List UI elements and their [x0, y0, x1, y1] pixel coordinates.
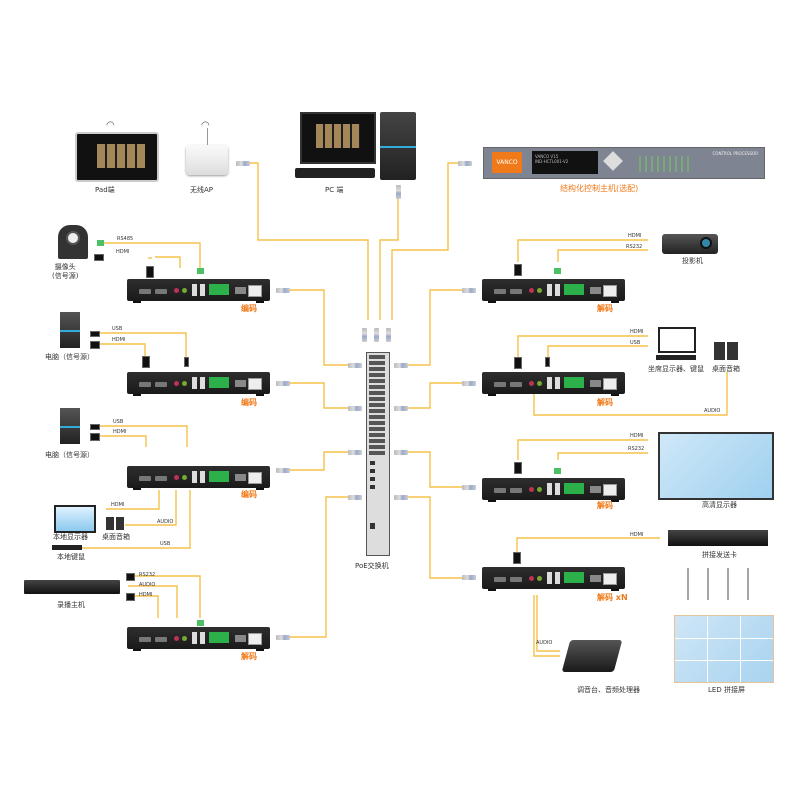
cable-label: HDMI: [111, 502, 125, 508]
decoder-label: 解码: [597, 304, 613, 313]
projector-label: 投影机: [682, 257, 703, 265]
cable-label: RS232: [139, 572, 156, 578]
audio-mixer-label: 调音台、音频处理器: [577, 686, 640, 694]
nav-pad: [603, 151, 623, 171]
pc-keyboard: [295, 168, 375, 178]
cable-label: HDMI: [112, 337, 126, 343]
speaker-icon: [106, 517, 124, 530]
ap-label: 无线AP: [190, 186, 214, 194]
audio-mixer: [561, 640, 623, 672]
decoder-unit: [482, 279, 625, 303]
pc-monitor: [300, 112, 376, 164]
pc-source-tower: [60, 408, 80, 444]
local-monitor-label: 本地显示器: [53, 533, 88, 541]
decoder-label: 解码: [597, 501, 613, 510]
cable-label: AUDIO: [536, 640, 553, 646]
pad-device: [75, 132, 159, 182]
encoder-label: 编码: [241, 490, 257, 499]
decoder-label: 解码: [597, 398, 613, 407]
cable-label: HDMI: [630, 329, 644, 335]
seat-monitor-label: 坐席显示器、键鼠: [648, 365, 704, 373]
cable-label: RS232: [626, 244, 643, 250]
cable-label: USB: [112, 326, 123, 332]
pad-label: Pad端: [95, 186, 115, 194]
led-wall-label: LED 拼接屏: [708, 686, 745, 694]
hd-display-label: 高清显示器: [702, 501, 737, 509]
switch-label: PoE交换机: [355, 562, 389, 570]
speaker-icon: [714, 342, 738, 360]
poe-switch: [366, 352, 390, 556]
encoder-label: 编码: [241, 304, 257, 313]
sending-card-label: 拼接发送卡: [702, 551, 737, 559]
pc-source-label: 电脑（信号源）: [45, 451, 94, 459]
encoder-unit: [127, 466, 270, 490]
sending-card-device: [668, 530, 768, 546]
panel-text: CONTROL PROCESSOR: [712, 151, 758, 156]
pc-source-label: 电脑（信号源）: [45, 353, 94, 361]
speaker-label: 桌面音箱: [712, 365, 740, 373]
pc-label: PC 端: [325, 186, 344, 194]
camera-label: 摄像头 (信号源): [52, 263, 79, 280]
cable-label: AUDIO: [157, 519, 174, 525]
wire-pc-switch: [379, 195, 399, 320]
hd-display: [658, 432, 774, 500]
cable-label: HDMI: [630, 433, 644, 439]
decoder-label: 解码: [241, 652, 257, 661]
recorder-device: [24, 580, 120, 594]
wireless-ap-device: [186, 145, 228, 175]
controller-label: 结构化控制主机(选配): [560, 184, 639, 193]
seat-keyboard: [656, 355, 696, 360]
keyboard-icon: [52, 545, 82, 550]
seat-monitor: [658, 327, 696, 353]
cable-label: HDMI: [630, 532, 644, 538]
pc-source-tower: [60, 312, 80, 348]
wifi-icon: ◠: [106, 120, 115, 131]
cable-label: HDMI: [139, 592, 153, 598]
speaker-label: 桌面音箱: [102, 533, 130, 541]
decoder-unit: [482, 567, 625, 591]
local-monitor: [54, 505, 96, 533]
decoder-unit: [482, 478, 625, 502]
status-leds: [639, 156, 689, 172]
wifi-icon: ◠: [201, 120, 210, 131]
cable-label: AUDIO: [139, 582, 156, 588]
camera-device: [58, 225, 88, 259]
keyboard-label: 本地键鼠: [57, 553, 85, 561]
decoder-unit: [127, 627, 270, 651]
cable-label: USB: [630, 340, 641, 346]
cable-label: RS232: [628, 446, 645, 452]
brand-logo: VANCO: [492, 152, 522, 173]
cable-label: RS485: [117, 236, 134, 242]
cable-label: USB: [113, 419, 124, 425]
pc-tower: [380, 112, 416, 180]
cable-label: HDMI: [116, 249, 130, 255]
cable-label: USB: [160, 541, 171, 547]
encoder-unit: [127, 372, 270, 396]
ap-antenna-icon: [207, 128, 208, 145]
encoder-unit: [127, 279, 270, 303]
wire-controller-switch: [391, 162, 458, 320]
led-wall: [674, 615, 774, 683]
cable-label: AUDIO: [704, 408, 721, 414]
decoder-label: 解码 xN: [597, 593, 628, 602]
cable-label: HDMI: [113, 429, 127, 435]
recorder-label: 录播主机: [57, 601, 85, 609]
cable-label: HDMI: [628, 233, 642, 239]
wire-ap-switch: [250, 162, 369, 320]
projector-device: [662, 234, 718, 254]
encoder-label: 编码: [241, 398, 257, 407]
decoder-unit: [482, 372, 625, 396]
